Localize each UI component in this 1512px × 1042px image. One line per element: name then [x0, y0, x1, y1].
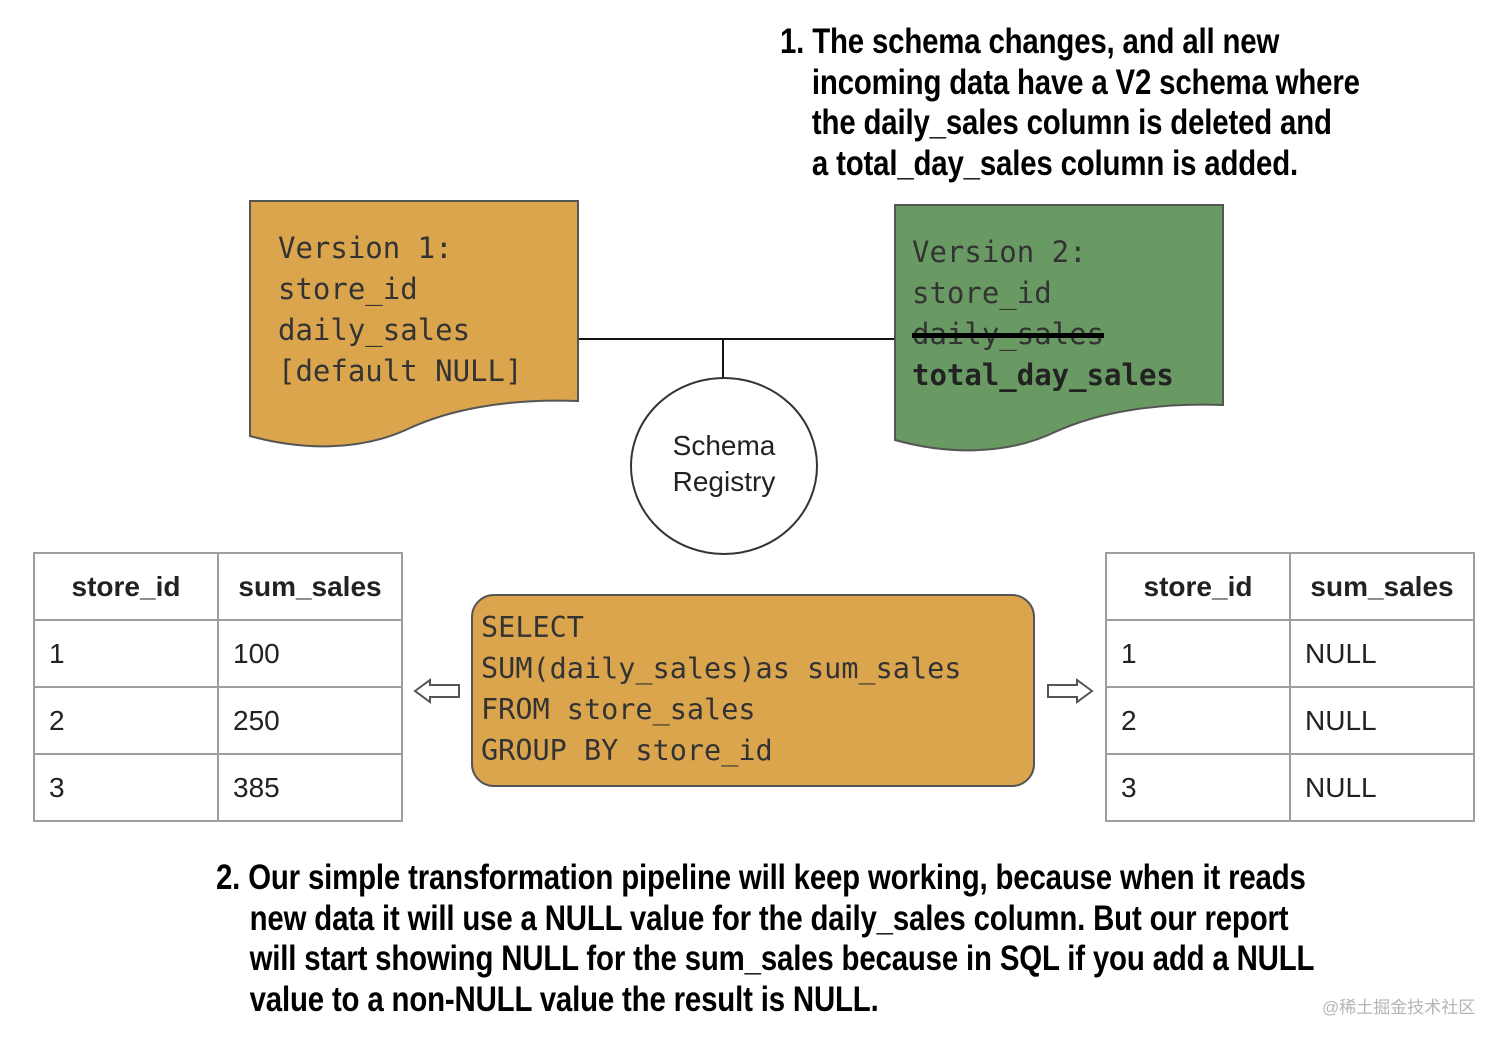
note-2-line-3: will start showing NULL for the sum_sale…: [249, 939, 1315, 978]
note-null-result: 2. Our simple transformation pipeline wi…: [216, 858, 1314, 1020]
table-cell: 100: [217, 619, 403, 688]
note-2-line-1: Our simple transformation pipeline will …: [248, 858, 1306, 897]
table-cell: 1: [33, 619, 219, 688]
sql-line-group-by: GROUP BY store_id: [481, 734, 773, 767]
schema-v2-title: Version 2:: [912, 235, 1087, 269]
note-2-line-4: value to a non-NULL value the result is …: [249, 979, 879, 1019]
schema-v1-default-null: [default NULL]: [278, 354, 523, 388]
schema-registry-circle: [630, 377, 818, 555]
sql-line-from: FROM store_sales: [481, 693, 756, 726]
table-row: 2 250: [33, 686, 403, 755]
note-2-number: 2.: [216, 858, 241, 897]
note-schema-change: 1. The schema changes, and all new incom…: [780, 22, 1360, 184]
table-cell: 3: [1105, 753, 1291, 822]
table-cell: 250: [217, 686, 403, 755]
note-2-line-2: new data it will use a NULL value for th…: [249, 898, 1289, 938]
sql-line-select: SELECT: [481, 611, 584, 644]
note-1-line-3: the daily_sales column is deleted and: [811, 103, 1332, 142]
table-cell: NULL: [1289, 686, 1475, 755]
result-table-v2: store_id sum_sales 1 NULL 2 NULL 3 NULL: [1105, 552, 1475, 822]
table-cell: NULL: [1289, 753, 1475, 822]
table-header-cell: sum_sales: [217, 552, 403, 621]
registry-label-line-2: Registry: [672, 466, 776, 497]
table-cell: 1: [1105, 619, 1291, 688]
note-1-line-1: The schema changes, and all new: [812, 22, 1280, 61]
schema-v2-deleted-field: daily_sales: [912, 317, 1105, 351]
table-row: 3 385: [33, 753, 403, 822]
registry-label-line-1: Schema: [672, 430, 776, 461]
table-header-cell: store_id: [1105, 552, 1291, 621]
result-table-v1: store_id sum_sales 1 100 2 250 3 385: [33, 552, 403, 822]
note-1-line-2: incoming data have a V2 schema where: [811, 62, 1360, 102]
note-1-number: 1.: [780, 22, 805, 61]
table-header-cell: sum_sales: [1289, 552, 1475, 621]
schema-registry-label: Schema Registry: [630, 428, 818, 500]
sql-query-text: SELECT SUM(daily_sales)as sum_sales FROM…: [481, 607, 961, 771]
table-row: 2 NULL: [1105, 686, 1475, 755]
schema-v2-fields: Version 2: store_id daily_sales total_da…: [912, 232, 1174, 396]
arrow-right-icon: [1047, 678, 1094, 704]
watermark: @稀土掘金技术社区: [1322, 998, 1476, 1017]
arrow-left-icon: [413, 678, 460, 704]
table-row: 1 100: [33, 619, 403, 688]
schema-v1-field-store-id: store_id: [278, 272, 418, 306]
schema-v2-field-store-id: store_id: [912, 276, 1052, 310]
schema-v1-field-daily-sales: daily_sales: [278, 313, 471, 347]
table-cell: 3: [33, 753, 219, 822]
schema-v2-added-field: total_day_sales: [912, 358, 1174, 392]
table-cell: 2: [1105, 686, 1291, 755]
schema-v1-fields: Version 1: store_id daily_sales [default…: [278, 228, 522, 392]
schema-v2-document: [894, 204, 1224, 452]
note-1-line-4: a total_day_sales column is added.: [811, 143, 1299, 183]
schema-v1-title: Version 1:: [278, 231, 453, 265]
table-cell: 2: [33, 686, 219, 755]
schema-v1-document: [249, 200, 579, 448]
sql-line-sum: SUM(daily_sales)as sum_sales: [481, 652, 962, 685]
sql-query-box: [471, 594, 1035, 787]
table-row: 3 NULL: [1105, 753, 1475, 822]
table-header-row: store_id sum_sales: [33, 552, 403, 621]
table-cell: NULL: [1289, 619, 1475, 688]
table-row: 1 NULL: [1105, 619, 1475, 688]
table-header-cell: store_id: [33, 552, 219, 621]
table-header-row: store_id sum_sales: [1105, 552, 1475, 621]
table-cell: 385: [217, 753, 403, 822]
